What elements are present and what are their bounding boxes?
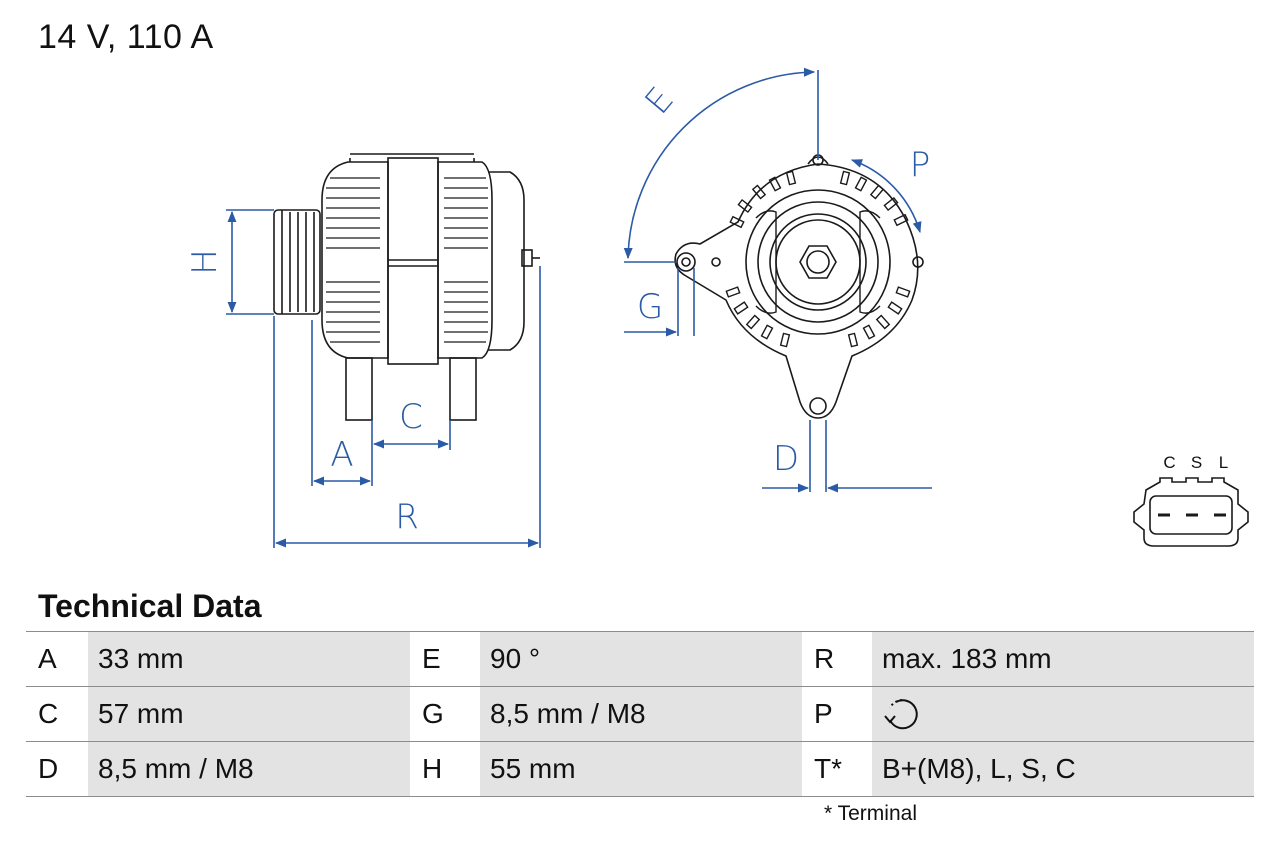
spec-key: P	[802, 686, 872, 742]
label-H: H	[185, 249, 225, 275]
technical-data-table: A 33 mm E 90 ° R max. 183 mm C 57 mm G 8…	[26, 631, 1254, 797]
spec-key: E	[410, 631, 480, 687]
alternator-drawing: H A C R	[185, 67, 1249, 548]
spec-value: max. 183 mm	[872, 631, 1254, 687]
spec-value: 33 mm	[88, 631, 410, 687]
connector-pin-l: L	[1218, 453, 1229, 472]
mount-foot-front	[345, 357, 373, 421]
fan-ring	[745, 189, 891, 335]
page-title: 14 V, 110 A	[38, 18, 214, 56]
label-A: A	[330, 435, 353, 475]
clockwise-rotation-icon	[884, 699, 918, 730]
rear-housing	[437, 161, 493, 359]
front-housing	[321, 161, 389, 359]
spec-key: H	[410, 741, 480, 797]
pulley-nut	[799, 245, 837, 279]
label-G: G	[637, 287, 663, 327]
spec-key: C	[26, 686, 88, 742]
side-dimension-labels: H A C R	[185, 249, 423, 537]
side-view	[273, 153, 540, 421]
label-E: E	[637, 80, 681, 122]
label-C: C	[399, 397, 423, 437]
side-dimensions	[226, 209, 541, 548]
spec-key: T*	[802, 741, 872, 797]
spec-key: A	[26, 631, 88, 687]
label-R: R	[395, 497, 419, 537]
front-dimensions	[623, 67, 932, 493]
technical-data-title: Technical Data	[38, 588, 262, 624]
label-P: P	[910, 145, 931, 185]
terminal-footnote: * Terminal	[824, 802, 917, 825]
connector-pin-c: C	[1163, 453, 1176, 472]
table-row: A 33 mm E 90 ° R max. 183 mm	[26, 631, 1254, 687]
connector	[1133, 477, 1249, 547]
spec-value: 90 °	[480, 631, 802, 687]
spec-value: 8,5 mm / M8	[480, 686, 802, 742]
connector-pin-s: S	[1190, 453, 1203, 472]
mount-foot-rear	[449, 357, 477, 421]
spec-value-rotation	[872, 686, 1254, 742]
front-view	[674, 154, 924, 419]
spec-key: R	[802, 631, 872, 687]
spec-value: 8,5 mm / M8	[88, 741, 410, 797]
spec-value: 55 mm	[480, 741, 802, 797]
table-row: D 8,5 mm / M8 H 55 mm T* B+(M8), L, S, C	[26, 741, 1254, 797]
front-body-outline	[674, 163, 919, 419]
spec-value: B+(M8), L, S, C	[872, 741, 1254, 797]
spec-key: D	[26, 741, 88, 797]
label-D: D	[773, 439, 799, 479]
spec-key: G	[410, 686, 480, 742]
table-row: C 57 mm G 8,5 mm / M8 P	[26, 686, 1254, 742]
spec-value: 57 mm	[88, 686, 410, 742]
pulley	[273, 209, 321, 315]
rear-cover	[488, 171, 525, 351]
front-dimension-labels: E P G D	[637, 80, 930, 479]
